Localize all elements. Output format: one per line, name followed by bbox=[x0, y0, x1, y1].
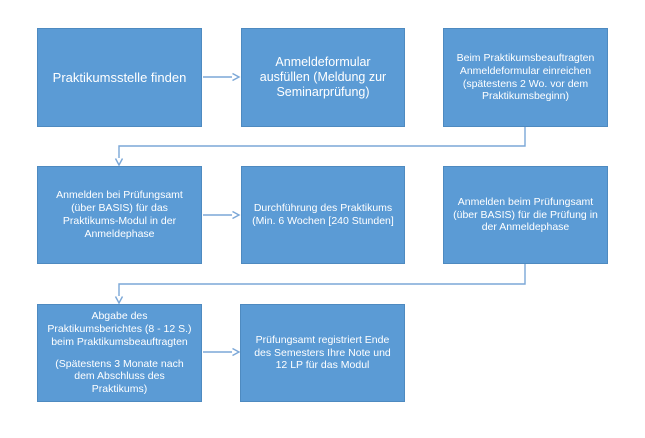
node-submit-form: Beim Praktikumsbeauftragten Anmeldeformu… bbox=[443, 28, 608, 127]
node-register-module: Anmelden bei Prüfungsamt (über BASIS) fü… bbox=[37, 166, 202, 264]
node-text: Anmelden beim Prüfungsamt (über BASIS) f… bbox=[453, 195, 598, 234]
node-do-internship: Durchführung des Praktikums (Min. 6 Woch… bbox=[241, 166, 405, 264]
elbow-row2-to-row3 bbox=[114, 264, 526, 305]
node-text: Durchführung des Praktikums (Min. 6 Woch… bbox=[252, 202, 394, 227]
node-grade-registered: Prüfungsamt registriert Ende des Semeste… bbox=[240, 304, 405, 402]
node-text: Prüfungsamt registriert Ende des Semeste… bbox=[254, 333, 391, 372]
node-submit-report: Abgabe des Praktikumsberichtes (8 - 12 S… bbox=[37, 304, 202, 402]
node-fill-form: Anmeldeformular ausfüllen (Meldung zur S… bbox=[241, 28, 405, 127]
node-text: Praktikumsstelle finden bbox=[52, 69, 187, 85]
node-register-exam: Anmelden beim Prüfungsamt (über BASIS) f… bbox=[443, 166, 608, 264]
node-text-secondary: (Spätestens 3 Monate nach dem Abschluss … bbox=[55, 357, 184, 396]
node-text: Anmelden bei Prüfungsamt (über BASIS) fü… bbox=[56, 189, 183, 240]
node-text: Anmeldeformular ausfüllen (Meldung zur S… bbox=[259, 54, 387, 100]
node-text: Abgabe des Praktikumsberichtes (8 - 12 S… bbox=[47, 310, 192, 348]
node-find-internship: Praktikumsstelle finden bbox=[37, 28, 202, 127]
elbow-row1-to-row2 bbox=[114, 127, 526, 167]
node-text: Beim Praktikumsbeauftragten Anmeldeformu… bbox=[456, 51, 595, 103]
